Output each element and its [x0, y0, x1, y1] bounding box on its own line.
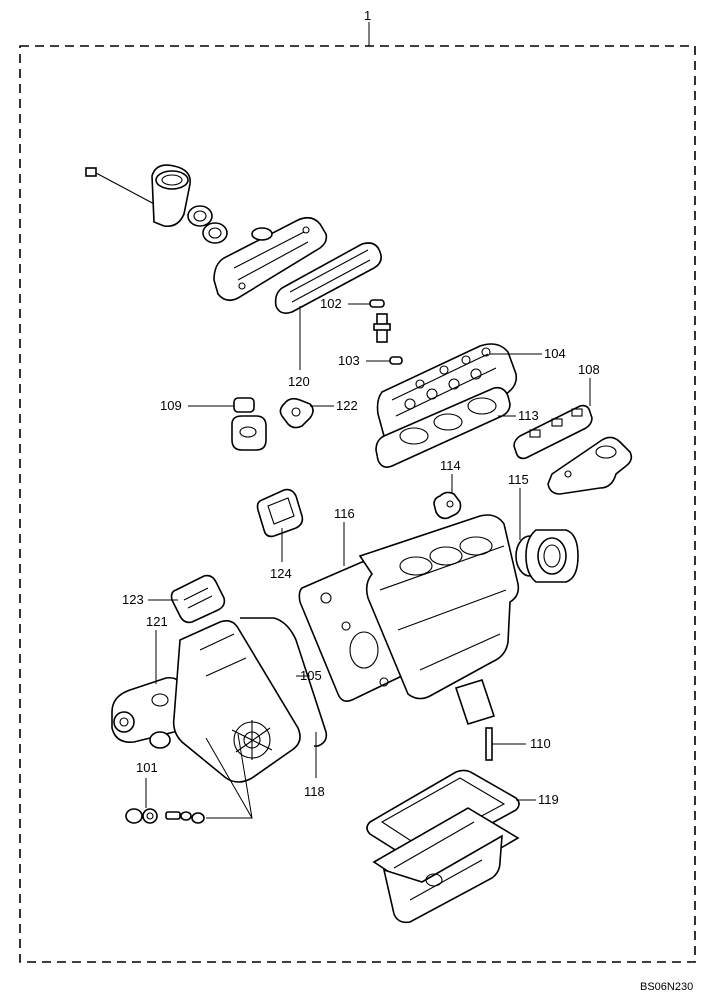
drawing-code: BS06N230 — [640, 981, 693, 993]
oil-pan-icon — [372, 807, 520, 924]
thermostat-bolt-icon — [85, 167, 159, 207]
callout-119: 119 — [538, 792, 559, 807]
callout-118: 118 — [304, 784, 325, 799]
callout-123: 123 — [122, 592, 144, 607]
callout-104: 104 — [544, 346, 566, 361]
callout-120: 120 — [288, 374, 310, 389]
block-bracket-icon — [454, 679, 496, 725]
dipstick-pin-icon — [485, 727, 493, 761]
gear-case-icon — [172, 620, 301, 783]
seal-location-leader — [205, 733, 253, 819]
exhaust-gasket-icon — [513, 404, 593, 460]
seal-ring-102-icon — [369, 299, 385, 308]
callout-103: 103 — [338, 353, 360, 368]
callout-115: 115 — [508, 472, 529, 487]
thermostat-cover-109-icon — [231, 397, 267, 451]
oil-pan-gasket-icon — [366, 769, 520, 863]
callout-101: 101 — [136, 760, 158, 775]
callout-102: 102 — [320, 296, 342, 311]
callout-105: 105 — [300, 668, 322, 683]
thermostat-gasket-122-icon — [279, 397, 314, 429]
callout-122: 122 — [336, 398, 358, 413]
exhaust-manifold-icon — [547, 436, 633, 495]
callout-124: 124 — [270, 566, 292, 581]
kit-boundary — [19, 45, 696, 963]
callout-114: 114 — [440, 458, 461, 473]
gear-case-gasket-icon — [240, 617, 328, 747]
callout-121: 121 — [146, 614, 168, 629]
callout-113: 113 — [518, 408, 539, 423]
pump-cover-123-icon — [170, 574, 226, 624]
oil-seal-housing-115-icon — [515, 529, 579, 583]
injector-nozzle-icon — [373, 313, 391, 343]
cover-gasket-124-icon — [256, 488, 304, 538]
kit-number-label: 1 — [364, 8, 371, 23]
seal-ring-103-icon — [389, 356, 403, 365]
manifold-gasket-120-icon — [274, 242, 382, 314]
callout-116: 116 — [334, 506, 355, 521]
callout-109: 109 — [160, 398, 182, 413]
callout-110: 110 — [530, 736, 551, 751]
water-outlet-elbow-icon — [151, 164, 191, 228]
gasket-114-icon — [433, 491, 462, 520]
outlet-gasket-icon — [187, 205, 228, 244]
oil-seal-101-icon — [125, 808, 205, 824]
cylinder-block-icon — [358, 514, 520, 700]
water-manifold-icon — [213, 216, 328, 302]
callout-108: 108 — [578, 362, 600, 377]
